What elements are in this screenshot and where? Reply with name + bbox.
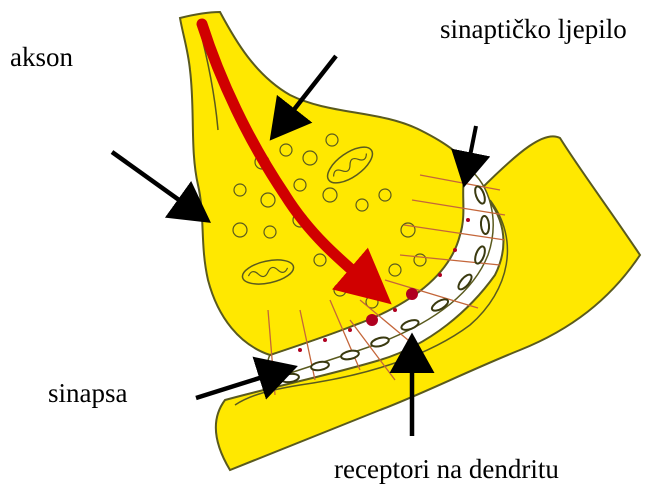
neurotransmitter-dot — [406, 288, 418, 300]
neurotransmitter-dot — [366, 314, 378, 326]
neurotransmitter-dot — [453, 248, 457, 252]
neurotransmitter-dot — [323, 338, 327, 342]
label-receptori-na-dendritu: receptori na dendritu — [334, 456, 559, 483]
neurotransmitter-dot — [466, 218, 470, 222]
label-sinapsa: sinapsa — [48, 380, 127, 407]
neurotransmitter-dot — [438, 273, 442, 277]
neurotransmitter-dot — [348, 328, 352, 332]
receptor-icon — [480, 216, 490, 235]
pointer-arrow-akson-icon — [112, 152, 200, 215]
neurotransmitter-dot — [298, 348, 302, 352]
label-akson: akson — [10, 44, 73, 71]
pointer-arrow-cleft-icon — [466, 126, 476, 176]
neurotransmitter-dot — [393, 308, 397, 312]
label-sinapticko-ljepilo: sinaptičko ljepilo — [440, 16, 627, 43]
